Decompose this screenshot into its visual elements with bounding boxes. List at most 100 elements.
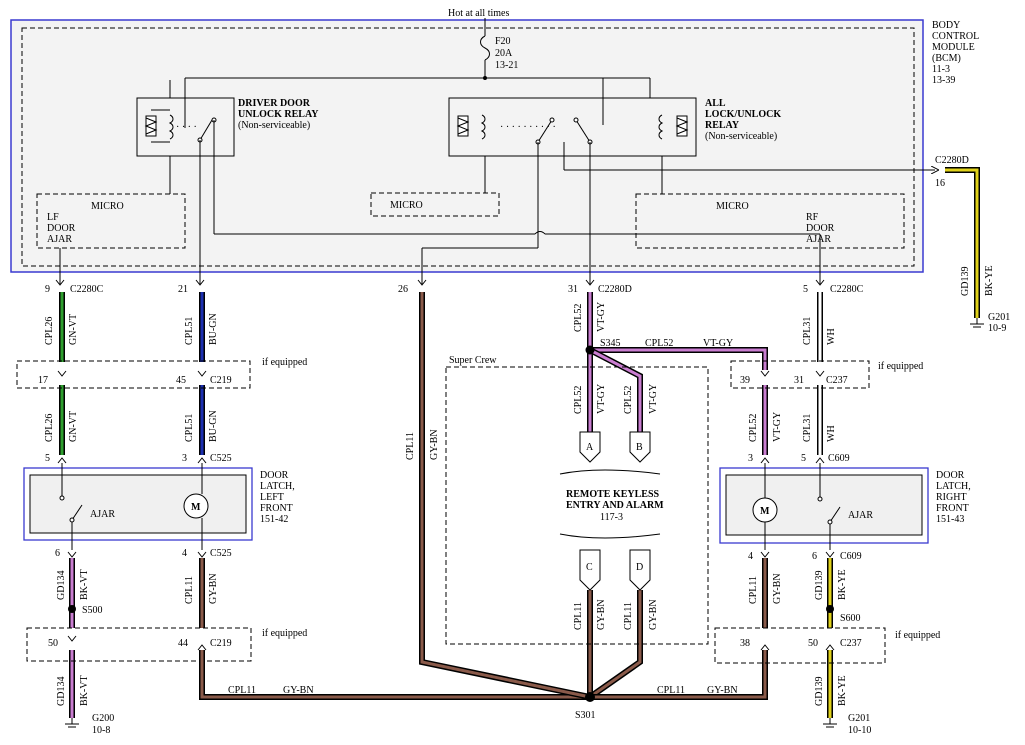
right-latch-outer: [719, 467, 929, 544]
pin-5-c609: 5: [801, 453, 806, 464]
wire-cpl11-label-bus-r: CPL11: [657, 685, 685, 696]
micro-left-l1: LF: [47, 212, 59, 223]
wire-vtgy-label-r: VT-GY: [772, 412, 783, 442]
pin-4-c609: 4: [748, 551, 753, 562]
wire-cpl51-label-1: CPL51: [184, 317, 195, 345]
splice-s301-icon: [585, 692, 595, 702]
wire-cpl11-bus: [199, 292, 768, 700]
wire-cpl11-left-group: CPL11 GY-BN: [184, 558, 219, 628]
left-latch-l3: LEFT: [260, 492, 284, 503]
bcm-label-4: (BCM): [932, 53, 961, 64]
left-latch-l2: LATCH,: [260, 481, 295, 492]
wire-cpl11-label-l1: CPL11: [184, 576, 195, 604]
conn-row-c2280c: 9 C2280C 21 26 31 C2280D 5 C2280C: [45, 279, 864, 295]
relay-switch-dots: · · · ·: [176, 122, 197, 133]
bcm-outer-box: [10, 19, 924, 273]
left-motor-label: M: [191, 502, 201, 513]
conn-c219-lower: C219: [210, 638, 232, 649]
pin-17: 17: [38, 375, 48, 386]
pin-16: 16: [935, 178, 945, 189]
wire-gd139-label-a: GD139: [960, 267, 971, 296]
wire-gybn-label-c: GY-BN: [596, 599, 607, 630]
wire-cpl52-label-h: CPL52: [645, 338, 673, 349]
right-latch-ref: 151-43: [936, 514, 964, 525]
relay-switch-contact: [199, 119, 213, 141]
wire-bugn-label-2: BU-GN: [208, 410, 219, 442]
power-label: Hot at all times: [448, 8, 509, 19]
wire-vtgy-label-1: VT-GY: [596, 302, 607, 332]
micro-right-box: [635, 193, 905, 249]
bcm-inner-box: [21, 27, 915, 267]
wire-cpl11-label-r1: CPL11: [748, 576, 759, 604]
driver-relay-label-2: UNLOCK RELAY: [238, 109, 319, 120]
bcm-label-1: BODY: [932, 20, 960, 31]
rke-d-label: D: [636, 562, 643, 573]
ground-g201b-ref: 10-10: [848, 725, 871, 736]
right-latch-l4: FRONT: [936, 503, 969, 514]
pin-44-c219: 44: [178, 638, 188, 649]
rke-c-label: C: [586, 562, 593, 573]
left-latch-inner: [29, 474, 247, 534]
pin-31-c237: 31: [794, 375, 804, 386]
bcm-label-2: CONTROL: [932, 31, 979, 42]
rke-title-2: ENTRY AND ALARM: [566, 500, 664, 511]
bcm-ref-1: 11-3: [932, 64, 950, 75]
left-ajar-switch-icon: [71, 504, 83, 521]
wire-bkye-label-a: BK-YE: [984, 265, 995, 296]
wire-cpl11-label-d: CPL11: [623, 602, 634, 630]
splice-s345: S345: [600, 338, 621, 349]
all-relay-switch-dots: · · · · · · · · · ·: [500, 122, 556, 133]
micro-left-l3: AJAR: [47, 234, 72, 245]
driver-relay-label-3: (Non-serviceable): [238, 120, 310, 131]
wire-cpl52-group: [587, 292, 768, 455]
if-equipped-4: if equipped: [895, 630, 940, 641]
pin-39: 39: [740, 375, 750, 386]
wire-cpl26-label-1: CPL26: [44, 317, 55, 345]
pin-5-c525: 5: [45, 453, 50, 464]
wire-cpl52-label-r: CPL52: [748, 414, 759, 442]
ground-g200-ref: 10-8: [92, 725, 110, 736]
splice-s500-icon: [68, 605, 76, 613]
left-latch-l1: DOOR: [260, 470, 289, 481]
fuse-rating: 20A: [495, 48, 513, 59]
wire-cpl11-label-bus-l: CPL11: [228, 685, 256, 696]
pin-38: 38: [740, 638, 750, 649]
pin-50-c237: 50: [808, 638, 818, 649]
relay-diode-zigzag: [144, 117, 158, 135]
conn-c237-upper: C237: [826, 375, 848, 386]
rke-pin-a: [579, 431, 601, 463]
wire-bkvt-label-2: BK-VT: [79, 675, 90, 706]
wire-cpl52-label-1: CPL52: [573, 304, 584, 332]
splice-s345-icon: [585, 345, 595, 355]
wire-vtgy-label-b: VT-GY: [648, 384, 659, 414]
left-motor-icon: [183, 493, 209, 519]
conn-c2280c-2: C2280C: [830, 284, 864, 295]
if-equipped-1: if equipped: [262, 357, 307, 368]
splice-s600-icon: [826, 605, 834, 613]
pin-50-c219: 50: [48, 638, 58, 649]
wire-bugn-label-1: BU-GN: [208, 313, 219, 345]
wire-gybn-label-r1: GY-BN: [772, 573, 783, 604]
right-latch-l3: RIGHT: [936, 492, 967, 503]
rke-a-label: A: [586, 442, 594, 453]
right-latch-l2: LATCH,: [936, 481, 971, 492]
conn-c2280c-1: C2280C: [70, 284, 104, 295]
pin-31: 31: [568, 284, 578, 295]
right-motor-label: M: [760, 506, 770, 517]
left-latch-ref: 151-42: [260, 514, 288, 525]
ground-g201a: G201: [988, 312, 1010, 323]
pin-9: 9: [45, 284, 50, 295]
wire-gd134-label-2: GD134: [56, 677, 67, 706]
super-crew-box: [445, 366, 709, 645]
wire-cpl31-label-2: CPL31: [802, 414, 813, 442]
rke-b-label: B: [636, 442, 643, 453]
wire-cpl26-group: CPL26 GN-VT CPL26 GN-VT: [44, 292, 79, 455]
micro-center-title: MICRO: [390, 200, 423, 211]
pin-3-c609: 3: [748, 453, 753, 464]
super-crew-label: Super Crew: [449, 355, 497, 366]
conn-c219-upper: C219: [210, 375, 232, 386]
wire-gnvt-label-1: GN-VT: [68, 314, 79, 345]
splice-s600: S600: [840, 613, 861, 624]
all-lock-relay-box: [448, 97, 697, 157]
micro-left-title: MICRO: [91, 201, 124, 212]
